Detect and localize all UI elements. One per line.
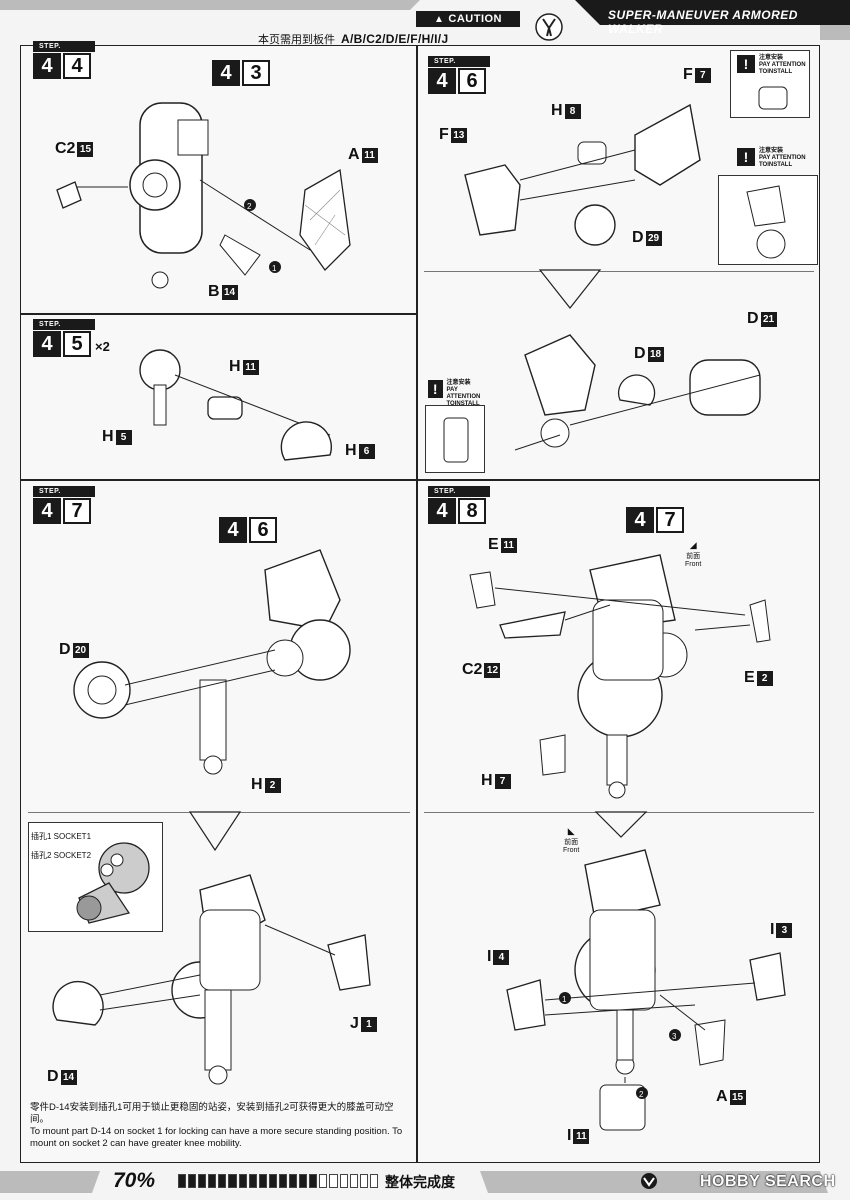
front-indicator: ◣ 前面 Front [563,826,580,854]
progress-percent: 70% [113,1169,156,1192]
progress-segment [369,1174,378,1188]
order-mark: 1 [272,264,277,273]
progress-segment [238,1174,247,1188]
step-48-lower-drawing: 1 3 2 [506,849,786,1131]
progress-segment [339,1174,348,1188]
progress-segment [198,1174,207,1188]
sub-divider [424,271,814,272]
step-44-drawing: 2 1 [70,102,351,289]
nipper-icon [535,13,563,41]
part-detail-drawing [758,86,788,110]
step-47-upper-drawing [73,549,351,775]
progress-segment [349,1174,358,1188]
progress-segment [258,1174,267,1188]
column-divider [416,45,418,1163]
progress-segment [329,1174,338,1188]
step-47-lower-drawing [52,874,371,1085]
socket1-label: 插孔1 SOCKET1 [31,832,92,841]
step-48-upper-drawing [469,554,771,799]
part-detail-drawing [443,417,469,463]
progress-segment [319,1174,328,1188]
progress-segment [309,1174,318,1188]
continue-arrow-icon [188,811,242,852]
order-mark: 1 [562,995,567,1004]
step-divider [20,479,820,481]
socket-note: 零件D-14安装到插孔1可用于锁止更稳固的站姿，安装到插孔2可获得更大的膝盖可动… [30,1102,403,1149]
progress-segment [289,1174,298,1188]
step-divider [20,313,416,315]
brand-logo-icon [641,1173,657,1189]
attention-icon: ! [737,148,755,166]
caution-banner: ▲ CAUTION [416,11,520,27]
order-mark: 2 [639,1090,644,1099]
front-indicator: ◢ 前面 Front [685,540,702,568]
required-sheets: 本页需用到板件 A/B/C2/D/E/F/H/I/J [258,32,449,46]
step-tag: STEP. [33,41,95,52]
progress-segment [268,1174,277,1188]
progress-segment [218,1174,227,1188]
progress-segment [278,1174,288,1188]
product-title: SUPER-MANEUVER ARMORED WALKER [608,8,798,36]
continue-arrow-icon [538,269,602,309]
socket-detail-box: 插孔1 SOCKET1 插孔2 SOCKET2 [28,822,163,932]
socket-detail-drawing [76,842,150,924]
progress-segment [228,1174,237,1188]
header: ▲ CAUTION 本页需用到板件 A/B/C2/D/E/F/H/I/J SUP… [0,0,850,46]
order-mark: 2 [247,202,252,211]
part-c2-15-drawing [56,181,82,209]
attention-icon: ! [428,380,443,398]
warning-triangle-icon: ▲ [433,13,445,25]
progress-segment [359,1174,368,1188]
quantity-multiplier: ×2 [95,339,110,354]
front-arrow-icon: ◢ [689,540,697,550]
progress-segment [178,1174,187,1188]
attention-icon: ! [737,55,755,73]
progress-segment [188,1174,197,1188]
step-45-drawing [139,349,333,461]
step-46-lower-drawing [514,334,761,451]
progress-segment [208,1174,217,1188]
socket2-label: 插孔2 SOCKET2 [31,851,92,860]
continue-arrow-icon [594,811,648,838]
watermark: HOBBY SEARCH [700,1173,836,1190]
step-46-upper-drawing [464,103,701,246]
footer: 70% 整体完成度 HOBBY SEARCH [0,1163,850,1200]
progress-segment [299,1174,308,1188]
progress-bar [178,1174,378,1188]
progress-label: 整体完成度 [385,1174,455,1190]
header-decoration [0,0,850,40]
front-arrow-icon: ◣ [567,826,575,836]
part-detail-drawing [746,185,786,259]
order-mark: 3 [672,1032,677,1041]
progress-segment [248,1174,257,1188]
